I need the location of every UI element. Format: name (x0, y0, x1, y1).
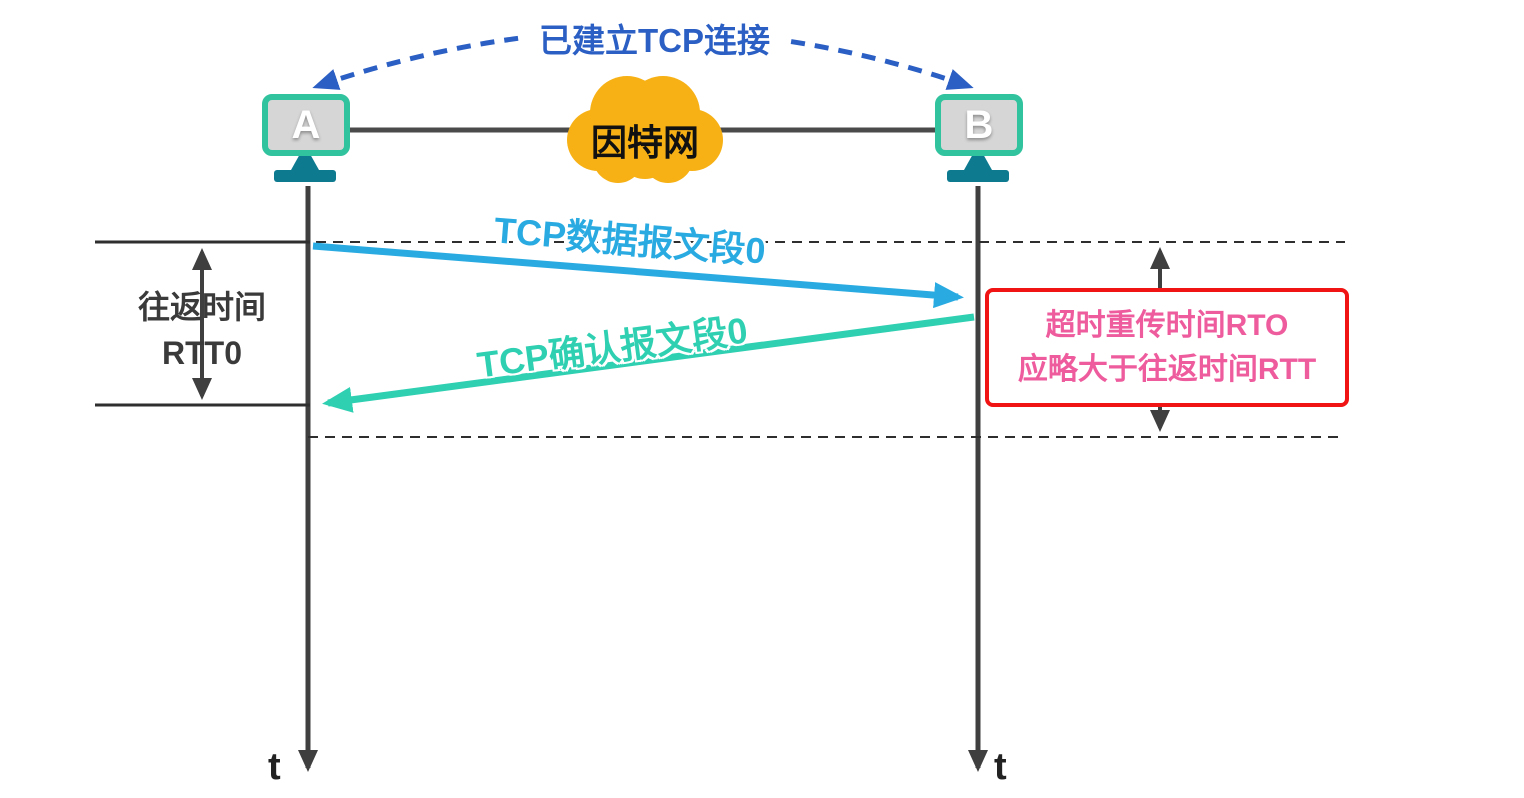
rto-note-box: 超时重传时间RTO 应略大于往返时间RTT (985, 288, 1349, 407)
internet-cloud (567, 76, 723, 183)
rtt-label-line1: 往返时间 (137, 289, 266, 325)
tcp-connection-label: 已建立TCP连接 (527, 12, 782, 64)
rto-note-line2: 应略大于往返时间RTT (1017, 352, 1317, 386)
rtt-label-line2: RTT0 (162, 335, 242, 372)
ack-segment-arrow (322, 313, 975, 413)
data-segment-arrow (312, 242, 964, 309)
rtt-label: 往返时间 RTT0 (112, 284, 292, 377)
host-a-label: A (291, 103, 321, 147)
rto-note-line1: 超时重传时间RTO (1045, 309, 1289, 342)
host-b-monitor-base (947, 170, 1009, 182)
time-axis-label-a: t (268, 746, 281, 788)
host-b-monitor-icon: B (935, 94, 1023, 156)
host-a-monitor-base (274, 170, 336, 182)
host-b-monitor-stand (964, 156, 992, 170)
host-b-label: B (964, 103, 994, 147)
time-axis-label-b: t (994, 746, 1007, 788)
host-a-monitor-icon: A (262, 94, 350, 156)
internet-label: 因特网 (590, 122, 699, 163)
host-a-monitor-stand (291, 156, 319, 170)
